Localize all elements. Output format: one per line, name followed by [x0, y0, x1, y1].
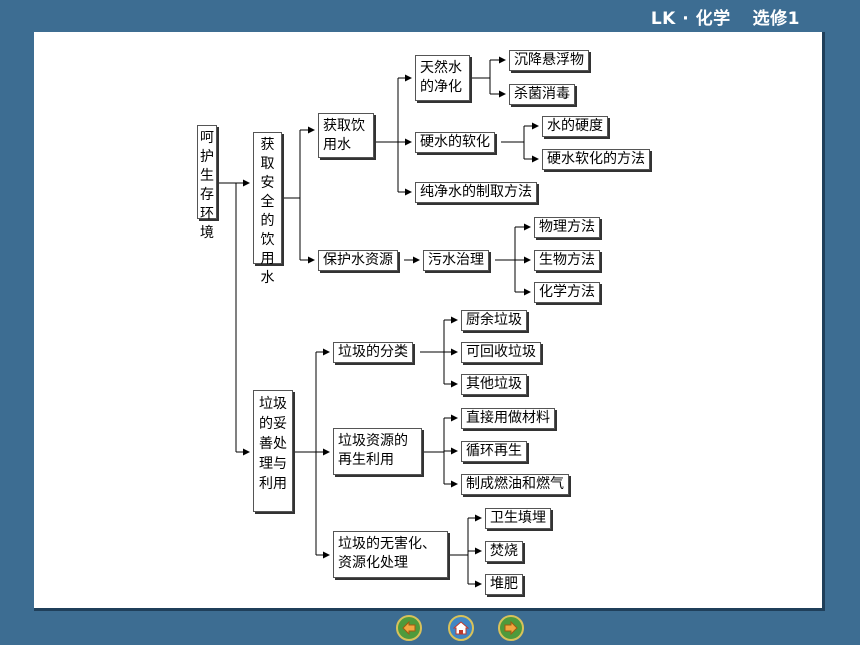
leaf-recyclable-waste: 可回收垃圾: [461, 342, 541, 363]
slide-navigation: [392, 615, 532, 643]
leaf-biological-method: 生物方法: [534, 250, 600, 271]
node-garbage-classification: 垃圾的分类: [333, 342, 413, 363]
leaf-softening-methods: 硬水软化的方法: [542, 149, 650, 170]
diagram-panel: [34, 32, 825, 611]
node-branch-drinking-water: 获取安全的饮用水: [253, 132, 282, 286]
leaf-fuel-gas: 制成燃油和燃气: [461, 474, 569, 495]
forward-icon: [504, 620, 518, 636]
home-button[interactable]: [448, 615, 474, 641]
leaf-other-waste: 其他垃圾: [461, 374, 527, 395]
header-volume: 选修1: [752, 9, 800, 29]
node-sewage-treatment: 污水治理: [423, 250, 489, 271]
leaf-direct-material: 直接用做材料: [461, 408, 555, 429]
node-root: 呵护生存环境: [197, 125, 217, 241]
leaf-physical-method: 物理方法: [534, 217, 600, 238]
node-get-drinking-water: 获取饮用水: [318, 113, 374, 158]
leaf-sedimentation: 沉降悬浮物: [509, 50, 589, 71]
back-icon: [402, 620, 416, 636]
leaf-cyclic-regeneration: 循环再生: [461, 441, 527, 462]
leaf-water-hardness: 水的硬度: [542, 116, 608, 137]
leaf-composting: 堆肥: [485, 574, 523, 595]
leaf-incineration: 焚烧: [485, 541, 523, 562]
node-harmless-treatment: 垃圾的无害化、资源化处理: [333, 531, 448, 578]
node-protect-water-resources: 保护水资源: [318, 250, 398, 271]
leaf-disinfection: 杀菌消毒: [509, 84, 575, 105]
slide-header: LK · 化学 选修1: [651, 4, 800, 29]
home-icon: [453, 621, 469, 635]
leaf-chemical-method: 化学方法: [534, 282, 600, 303]
node-hard-water-softening: 硬水的软化: [415, 132, 495, 153]
node-natural-water-purification: 天然水的净化: [415, 55, 470, 101]
leaf-sanitary-landfill: 卫生填埋: [485, 508, 551, 529]
node-garbage-recycling: 垃圾资源的再生利用: [333, 428, 422, 475]
node-pure-water-production: 纯净水的制取方法: [415, 182, 537, 203]
back-button[interactable]: [396, 615, 422, 641]
node-branch-garbage: 垃圾的妥善处理与利用: [253, 390, 293, 512]
forward-button[interactable]: [498, 615, 524, 641]
header-subject: LK · 化学: [650, 9, 731, 29]
leaf-kitchen-waste: 厨余垃圾: [461, 310, 527, 331]
